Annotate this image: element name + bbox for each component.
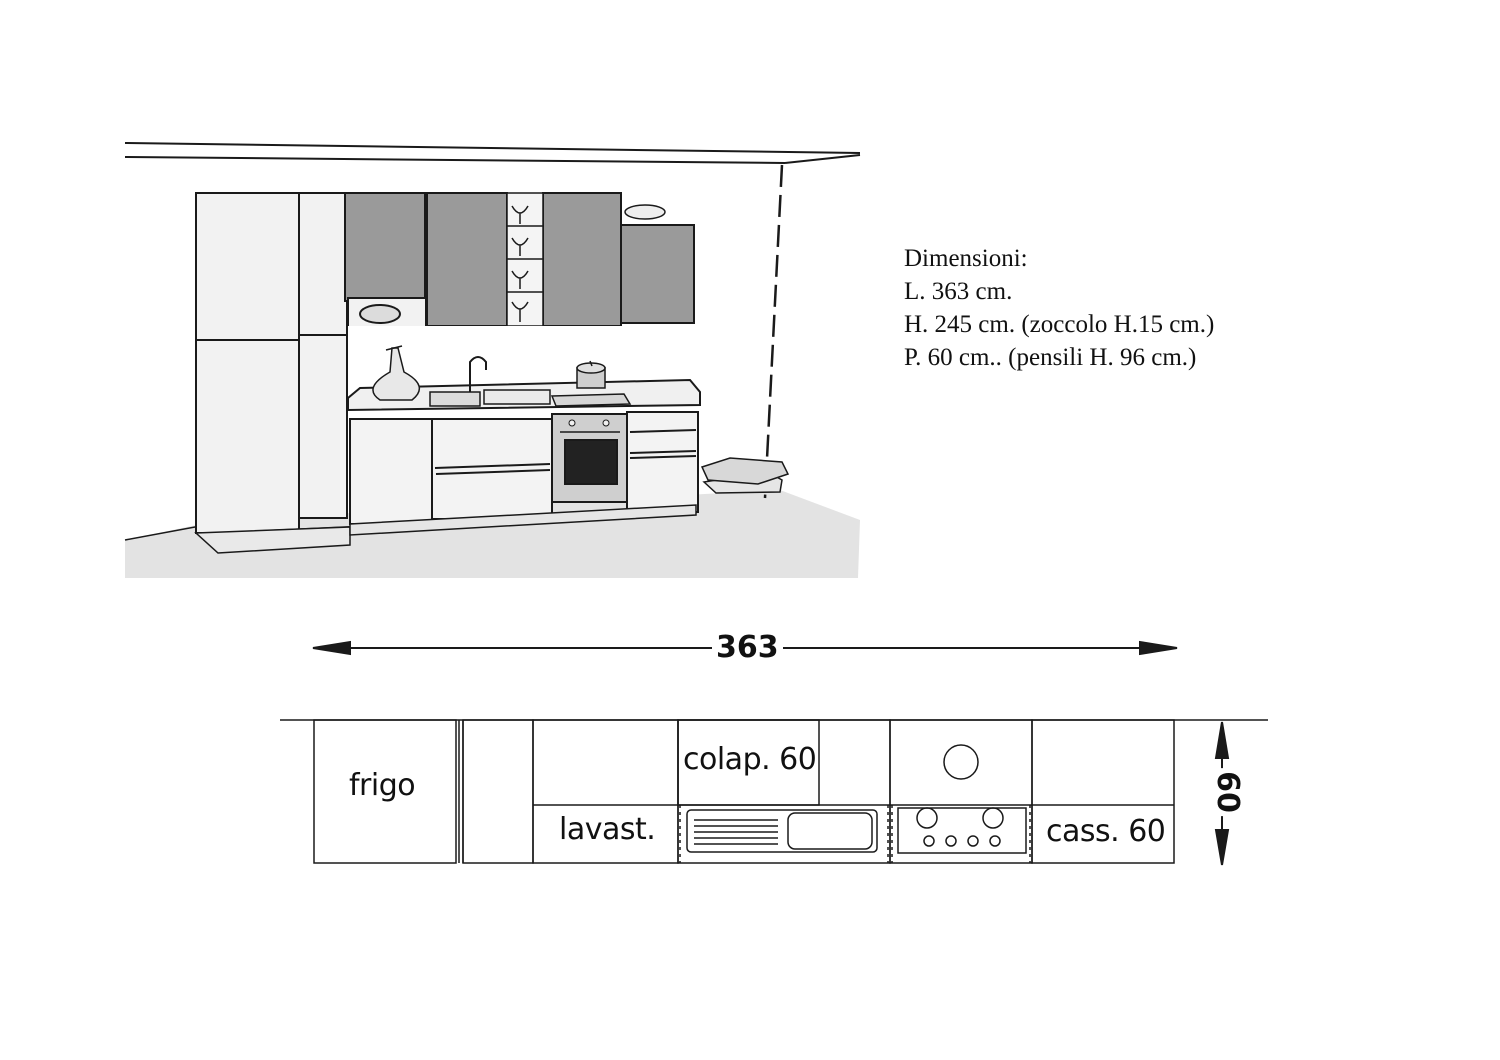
cushions [700, 457, 790, 494]
wall-cabinets [344, 192, 695, 327]
hob-plan [897, 744, 1027, 854]
wall-cabinet-4 [620, 224, 695, 324]
hood-circle [943, 744, 979, 780]
fridge-label: frigo [349, 768, 416, 803]
module-drawers [1031, 719, 1175, 864]
plinth-tall [194, 526, 351, 554]
plan-modules [313, 719, 1175, 864]
plate [624, 204, 666, 220]
wall-cabinet-3 [542, 192, 622, 327]
tall-units [195, 192, 351, 534]
oven [551, 413, 628, 503]
module-hob [889, 719, 1033, 864]
dimensions-heading: Dimensioni: [904, 245, 1028, 272]
plinth-base [349, 504, 697, 536]
colander-label: colap. 60 [683, 742, 817, 777]
module-column [462, 719, 534, 864]
drawers-label: cass. 60 [1046, 814, 1166, 849]
wall-cabinet-2 [426, 192, 508, 327]
dimension-height: H. 245 cm. (zoccolo H.15 cm.) [904, 311, 1215, 338]
wall-cabinet-1 [344, 192, 426, 302]
microwave [347, 297, 427, 331]
dimension-depth: P. 60 cm.. (pensili H. 96 cm.) [904, 344, 1197, 371]
floor-plan: 363 60 frigo colap. 60 lavast. cass. 60 [0, 600, 1500, 1060]
kitchen-render [124, 142, 861, 578]
dimension-length: L. 363 cm. [904, 278, 1013, 305]
sink [429, 356, 551, 407]
vase [372, 345, 421, 401]
wall-edge [763, 164, 784, 499]
depth-label: 60 [1209, 768, 1245, 816]
dimensions-block: Dimensioni: L. 363 cm. H. 245 cm. (zocco… [904, 242, 1214, 374]
sink-plan [686, 809, 878, 853]
dishwasher-label: lavast. [559, 812, 656, 847]
ceiling [124, 142, 861, 164]
total-width-label: 363 [712, 631, 783, 665]
depth-dimension [1214, 721, 1230, 866]
open-shelf [506, 192, 544, 327]
module-fridge [313, 719, 457, 864]
hob [550, 360, 632, 407]
